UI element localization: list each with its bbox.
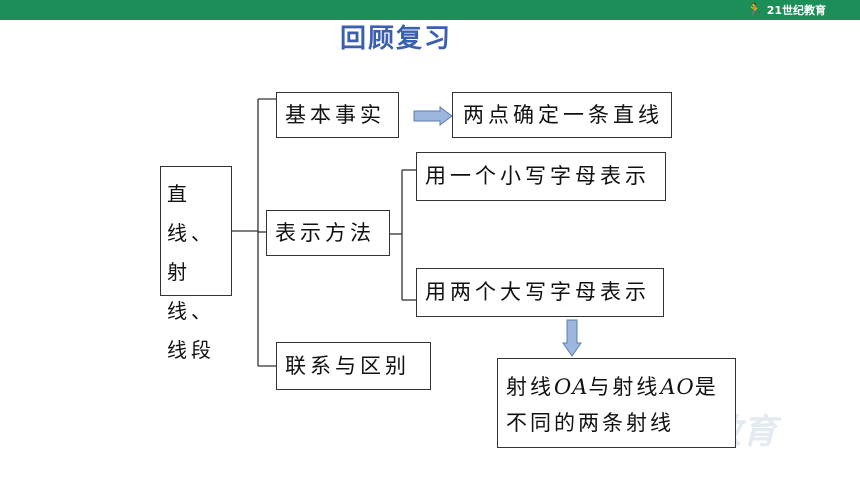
root-line-3: 线段 bbox=[167, 338, 215, 362]
brand-name: 21世纪教育 bbox=[766, 4, 826, 17]
down-arrow-icon bbox=[562, 319, 582, 357]
ray-note-line-2: 不同的两条射线 bbox=[506, 411, 674, 435]
notation-lower-node: 用一个小写字母表示 bbox=[416, 152, 666, 201]
ray-note-mid: 与射线 bbox=[588, 375, 661, 399]
notation-node: 表示方法 bbox=[266, 210, 390, 256]
page-title: 回顾复习 bbox=[340, 24, 453, 54]
top-bar: 🏃 21世纪教育 bbox=[0, 0, 860, 20]
basic-fact-node: 基本事实 bbox=[276, 92, 399, 138]
right-arrow-icon bbox=[413, 106, 453, 126]
ray-oa: OA bbox=[554, 375, 589, 399]
ray-note-pre: 射线 bbox=[506, 375, 554, 399]
relation-node: 联系与区别 bbox=[276, 342, 431, 390]
ray-ao: AO bbox=[660, 375, 695, 399]
root-node: 直线、 射线、 线段 bbox=[160, 166, 232, 362]
ray-note-post: 是 bbox=[694, 375, 719, 399]
basic-fact-result-node: 两点确定一条直线 bbox=[452, 92, 672, 138]
runner-icon: 🏃 bbox=[746, 2, 763, 18]
root-line-2: 射线、 bbox=[167, 260, 215, 323]
brand-logo: 🏃 21世纪教育 bbox=[747, 2, 827, 18]
ray-note-line-1: 射线OA与射线AO是 bbox=[506, 369, 735, 405]
root-line-1: 直线、 bbox=[167, 182, 215, 245]
ray-note-node: 射线OA与射线AO是 不同的两条射线 bbox=[497, 358, 736, 448]
notation-upper-node: 用两个大写字母表示 bbox=[416, 268, 664, 317]
